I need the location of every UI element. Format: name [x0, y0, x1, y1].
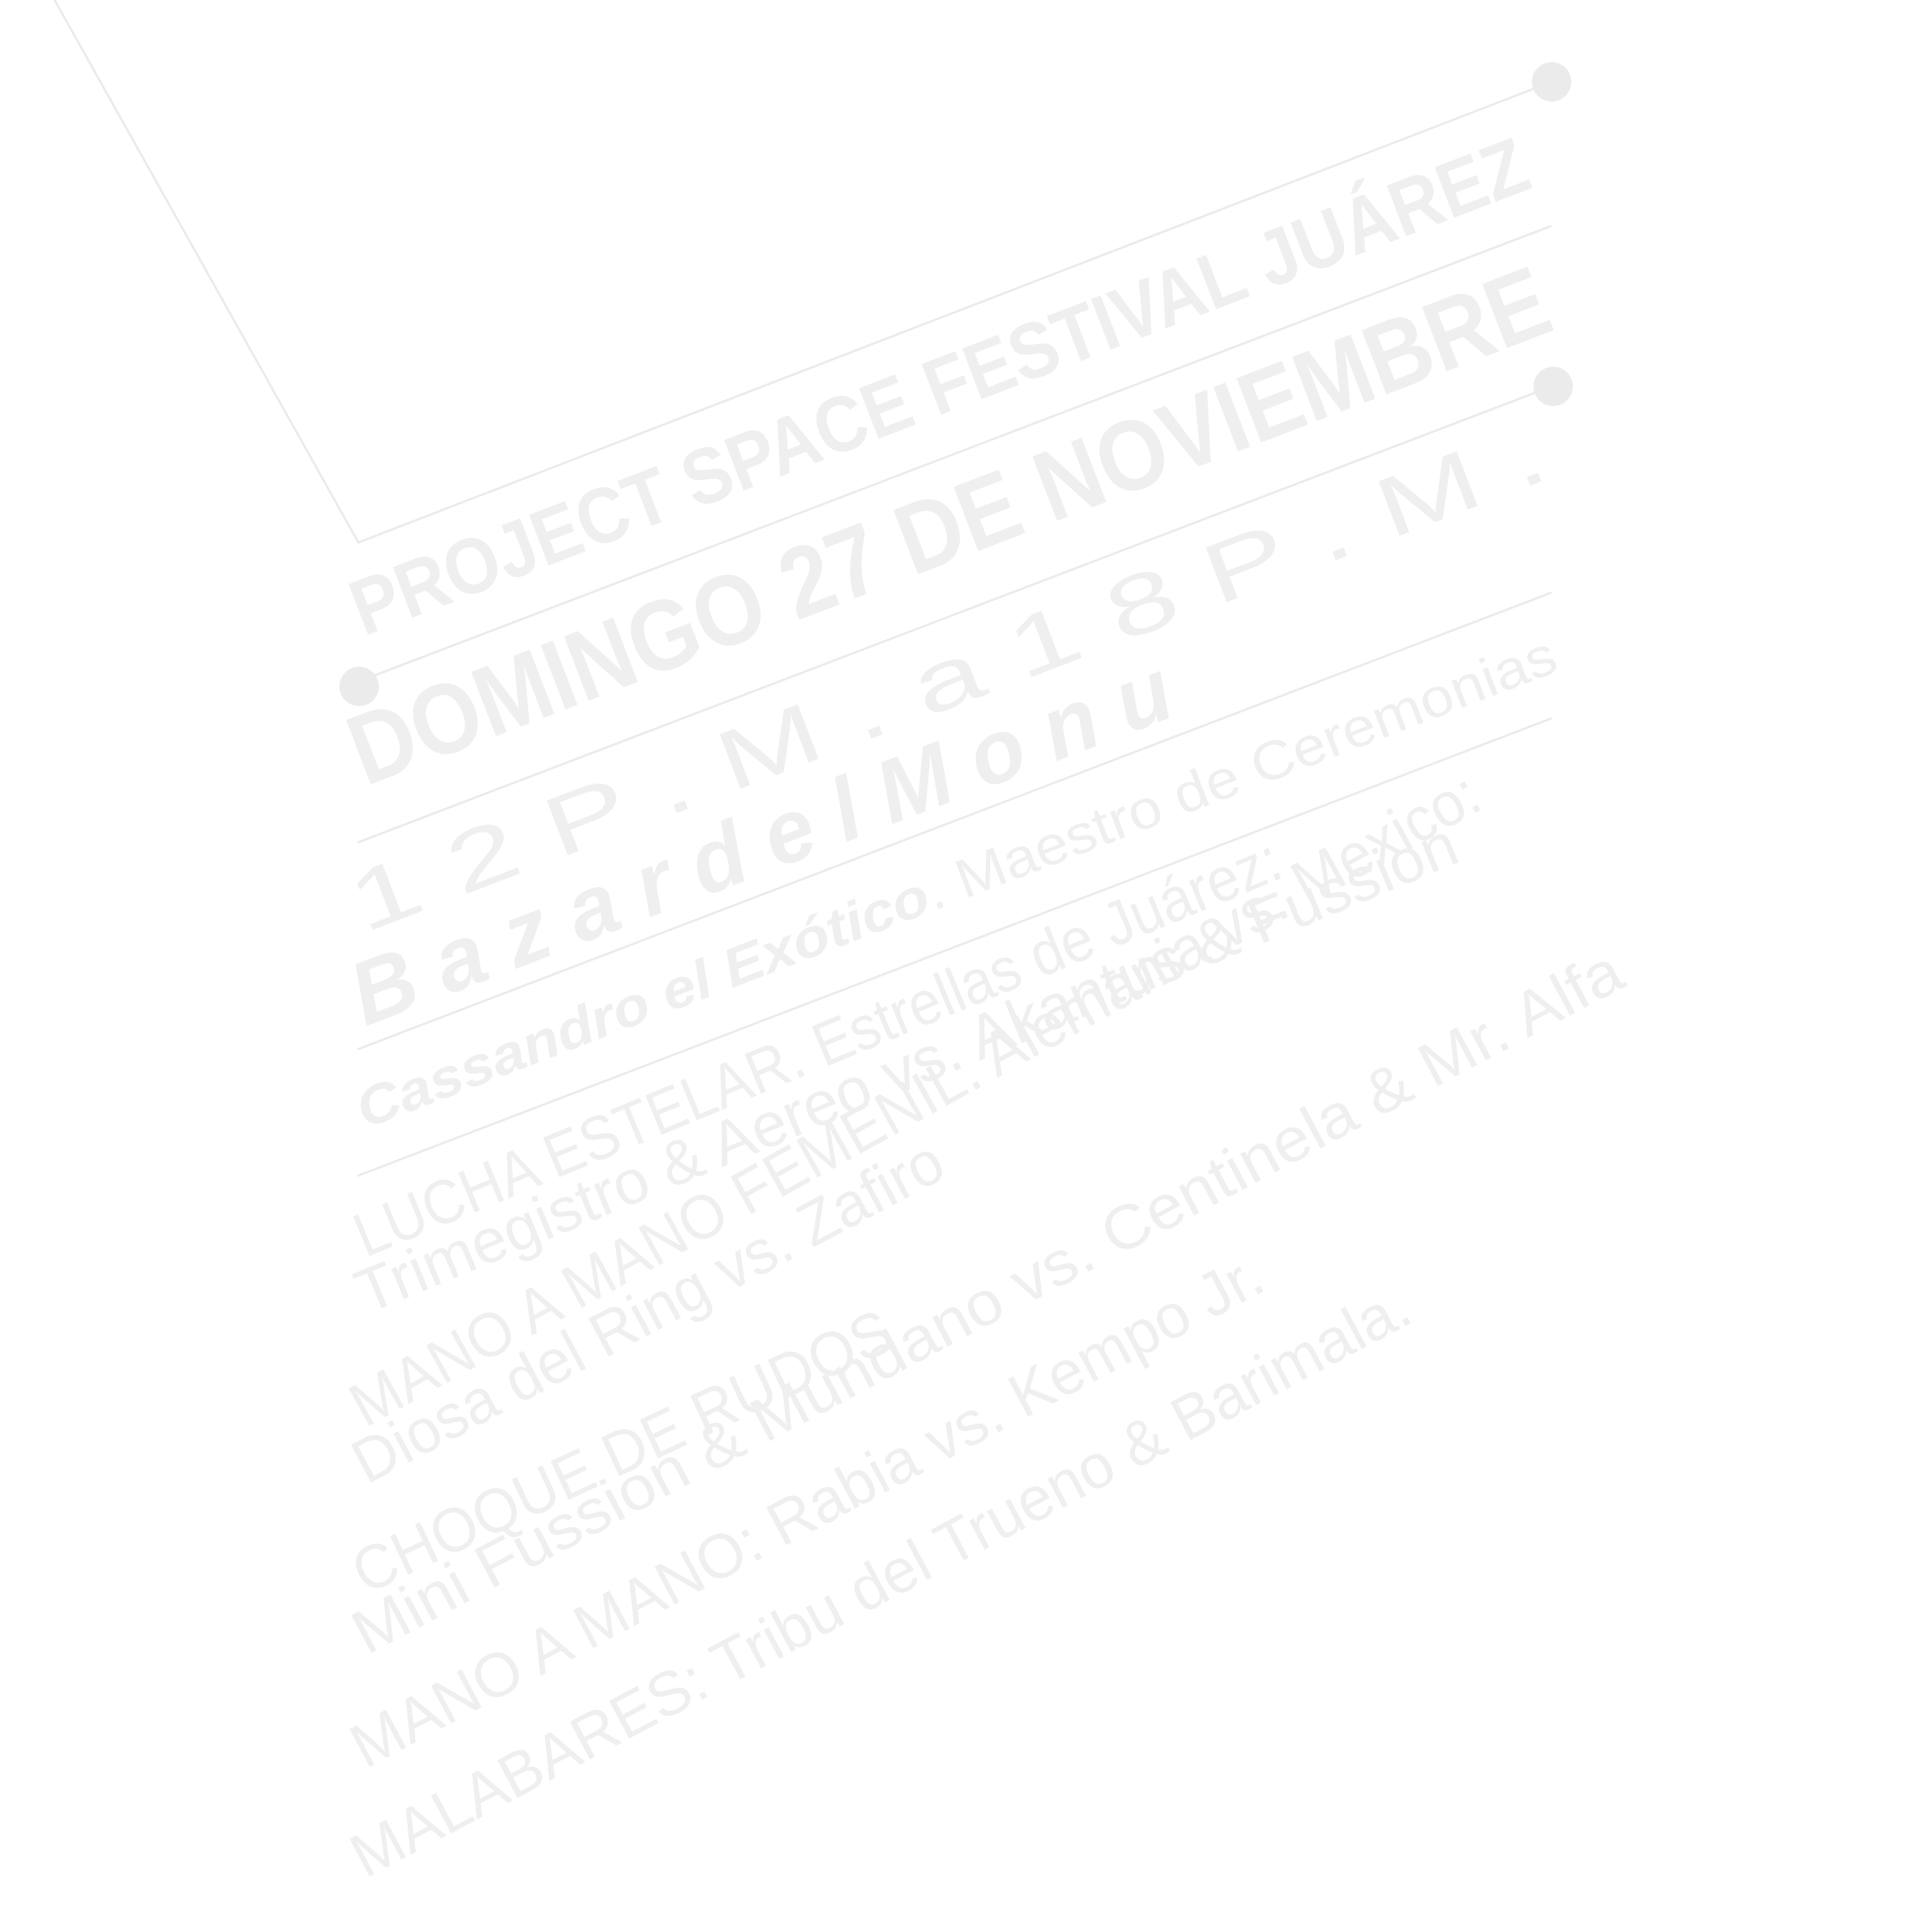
divider-2	[357, 385, 1552, 844]
divider-3	[357, 591, 1552, 1051]
frame-outline	[53, 0, 1552, 544]
divider-4	[357, 717, 1552, 1177]
frame-dot-right	[1533, 367, 1573, 406]
frame-dot-top	[1532, 62, 1571, 102]
divider-1	[357, 224, 1552, 683]
frame-dot-left	[339, 667, 379, 706]
